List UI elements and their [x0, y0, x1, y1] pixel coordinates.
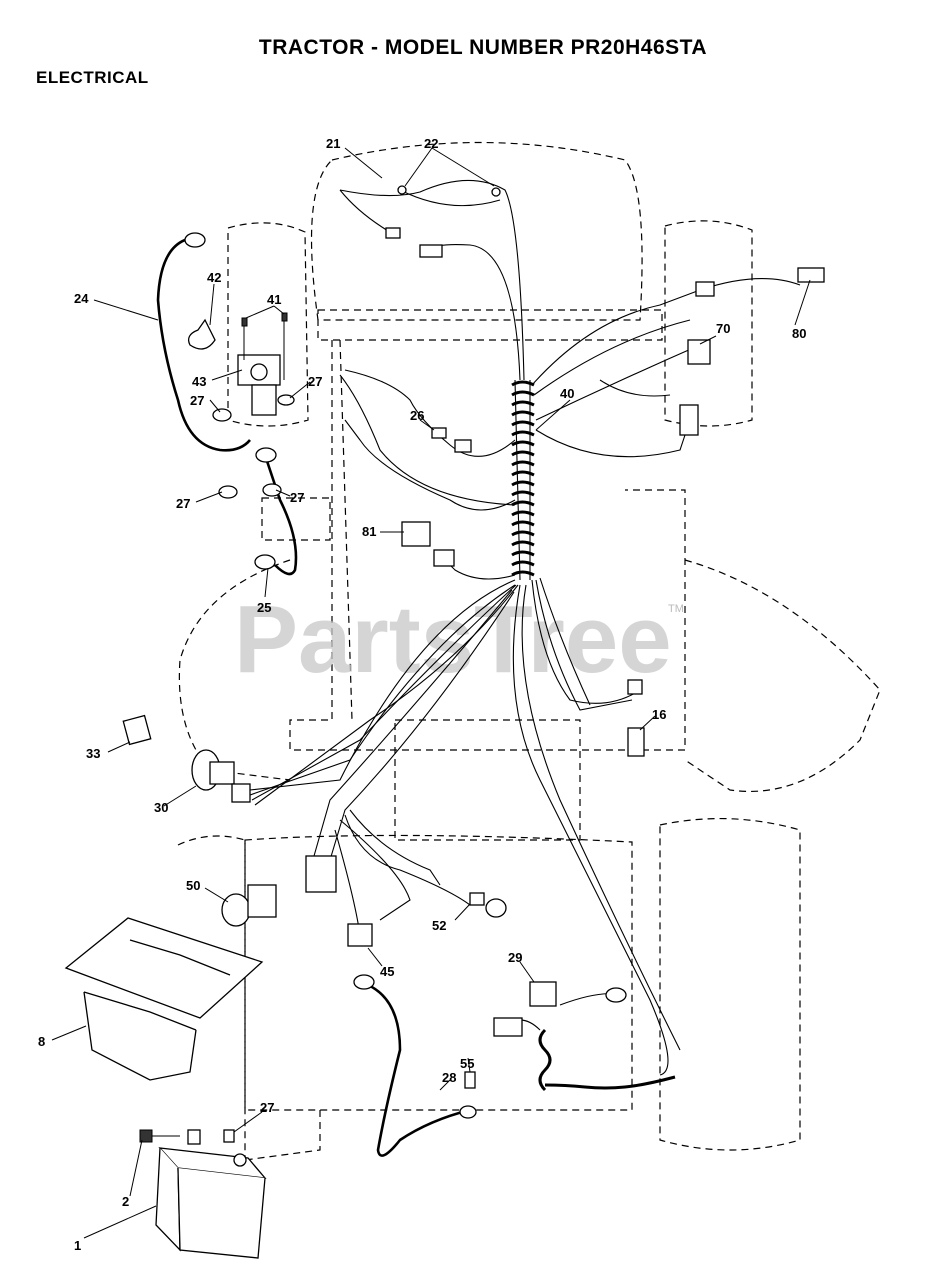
wiring-plug: [305, 855, 337, 893]
harness-loom-coil: [511, 379, 535, 581]
part-22-bulbs: [397, 185, 501, 197]
part-2-bolt: [139, 1129, 235, 1145]
part-80-connector: [695, 267, 825, 297]
callout-28: 28: [442, 1070, 456, 1085]
callout-8: 8: [38, 1034, 45, 1049]
callout-26: 26: [410, 408, 424, 423]
part-8-battery-box: [64, 917, 264, 1081]
leader-lines: [51, 147, 811, 1239]
callout-41: 41: [267, 292, 281, 307]
callout-25: 25: [257, 600, 271, 615]
section-title: ELECTRICAL: [36, 68, 149, 87]
callout-27-a: 27: [308, 374, 322, 389]
part-45-switch: [347, 923, 373, 947]
wiring-harness: [249, 179, 801, 1092]
part-21-connector: [385, 227, 443, 258]
part-33-key: [122, 714, 152, 746]
part-52-bulb: [469, 892, 507, 918]
part-solenoid-43: [237, 312, 288, 416]
callout-52: 52: [432, 918, 446, 933]
callout-27-e: 27: [260, 1100, 274, 1115]
watermark-trademark: TM: [668, 603, 684, 615]
part-30-ignition: [191, 749, 251, 803]
part-81-relay: [401, 521, 455, 567]
cable-24: [156, 238, 251, 452]
callout-27-d: 27: [290, 490, 304, 505]
callout-24: 24: [74, 291, 89, 306]
part-26-connector: [431, 427, 472, 453]
cable-terminals: [184, 232, 627, 1119]
callout-30: 30: [154, 800, 168, 815]
callout-27-b: 27: [190, 393, 204, 408]
callout-40: 40: [560, 386, 574, 401]
part-16-switch: [627, 679, 645, 757]
part-1-battery: [155, 1147, 267, 1259]
callout-42: 42: [207, 270, 221, 285]
page-title: TRACTOR - MODEL NUMBER PR20H46STA: [258, 36, 708, 59]
part-50-light-switch: [221, 884, 277, 927]
part-55-screw: [464, 1071, 476, 1089]
callout-50: 50: [186, 878, 200, 893]
callout-2: 2: [122, 1194, 129, 1209]
callout-21: 21: [326, 136, 340, 151]
callout-16: 16: [652, 707, 666, 722]
callout-33: 33: [86, 746, 100, 761]
part-70-switch: [679, 339, 711, 436]
watermark-text: PartsTree: [234, 586, 672, 693]
part-42-boot: [187, 318, 216, 350]
callout-55: 55: [460, 1056, 474, 1071]
callout-29: 29: [508, 950, 522, 965]
callout-1: 1: [74, 1238, 81, 1253]
callout-81: 81: [362, 524, 376, 539]
tractor-outline: [177, 141, 881, 1169]
callout-80: 80: [792, 326, 806, 341]
callout-labels: 21 22 24 42 41 43 27 27 27 27 80 70 40 2…: [38, 136, 806, 1253]
part-29-switch: [493, 981, 557, 1037]
cable-25: [263, 454, 298, 576]
callout-27-c: 27: [176, 496, 190, 511]
callout-45: 45: [380, 964, 394, 979]
callout-22: 22: [424, 136, 438, 151]
cable-28: [367, 983, 471, 1157]
callout-43: 43: [192, 374, 206, 389]
callout-70: 70: [716, 321, 730, 336]
